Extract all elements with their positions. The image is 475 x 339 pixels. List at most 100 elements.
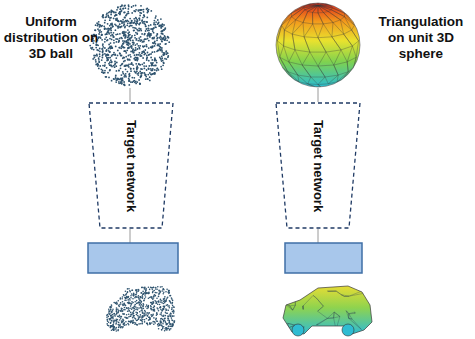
mesh-edge [318,5,331,7]
point [119,53,121,55]
point [126,40,128,42]
point [107,324,109,326]
point [109,319,111,321]
mesh-edge [303,306,304,310]
mesh-edge [352,25,355,30]
mesh-edge [317,324,319,325]
mesh-edge [334,65,338,75]
point [163,29,165,31]
point [167,318,169,320]
point-cloud-car [106,286,175,332]
point [120,81,122,83]
point [138,54,140,56]
mesh-edge [318,306,324,311]
point [113,36,115,38]
mesh-edge [312,13,313,24]
point [107,28,109,30]
point [164,27,166,29]
point [145,65,147,67]
mesh-edge [352,30,359,41]
point [145,289,147,291]
point [150,46,152,48]
point [124,37,126,39]
point [135,294,137,296]
point [113,327,115,329]
point [164,317,166,319]
point [123,295,125,297]
point [148,47,150,49]
point [114,66,116,68]
point [118,25,120,27]
point [139,83,141,85]
point [148,9,150,11]
point [148,68,150,70]
mesh-edge [349,314,352,319]
point [130,315,132,317]
point [141,9,143,11]
point [156,314,158,316]
point [174,320,176,322]
point [98,57,100,59]
point [134,301,136,303]
point [146,21,148,23]
point [133,5,135,7]
point [143,46,145,48]
point [160,309,162,311]
point [133,295,135,297]
point [145,292,147,294]
point [117,78,119,80]
point [162,328,164,330]
mesh-edge [277,41,283,46]
point [102,55,104,57]
point [114,315,116,317]
mesh-edge [302,306,304,309]
point [150,314,152,316]
point [119,33,121,35]
point [108,309,110,311]
point [131,307,133,309]
point [140,68,142,70]
point [123,303,125,305]
point [140,36,142,38]
point [115,29,117,31]
point [121,80,123,82]
point [104,19,106,21]
mesh-edge [347,62,348,72]
point [132,295,134,297]
mesh-edge [318,6,331,10]
point [138,295,140,297]
point [133,295,135,297]
point [135,32,137,34]
point [128,26,130,28]
point [162,290,164,292]
point [109,70,111,72]
point [108,44,110,46]
point [145,38,147,40]
point [138,302,140,304]
point [114,313,116,315]
point [156,62,158,64]
mesh-edge [302,306,304,309]
point [107,54,109,56]
point [135,63,137,65]
point [111,317,113,319]
point [124,65,126,67]
point [172,315,174,317]
mesh-edge [311,77,318,85]
point [160,306,162,308]
point [124,309,126,311]
point [134,70,136,72]
point [141,68,143,70]
point [161,312,163,314]
point [161,55,163,57]
point [110,307,112,309]
point [128,310,130,312]
point [146,304,148,306]
point [165,321,167,323]
point [101,34,103,36]
point [132,27,134,29]
point [167,56,169,58]
sphere-mesh-lines [277,3,358,87]
point [148,305,150,307]
point [166,299,168,301]
